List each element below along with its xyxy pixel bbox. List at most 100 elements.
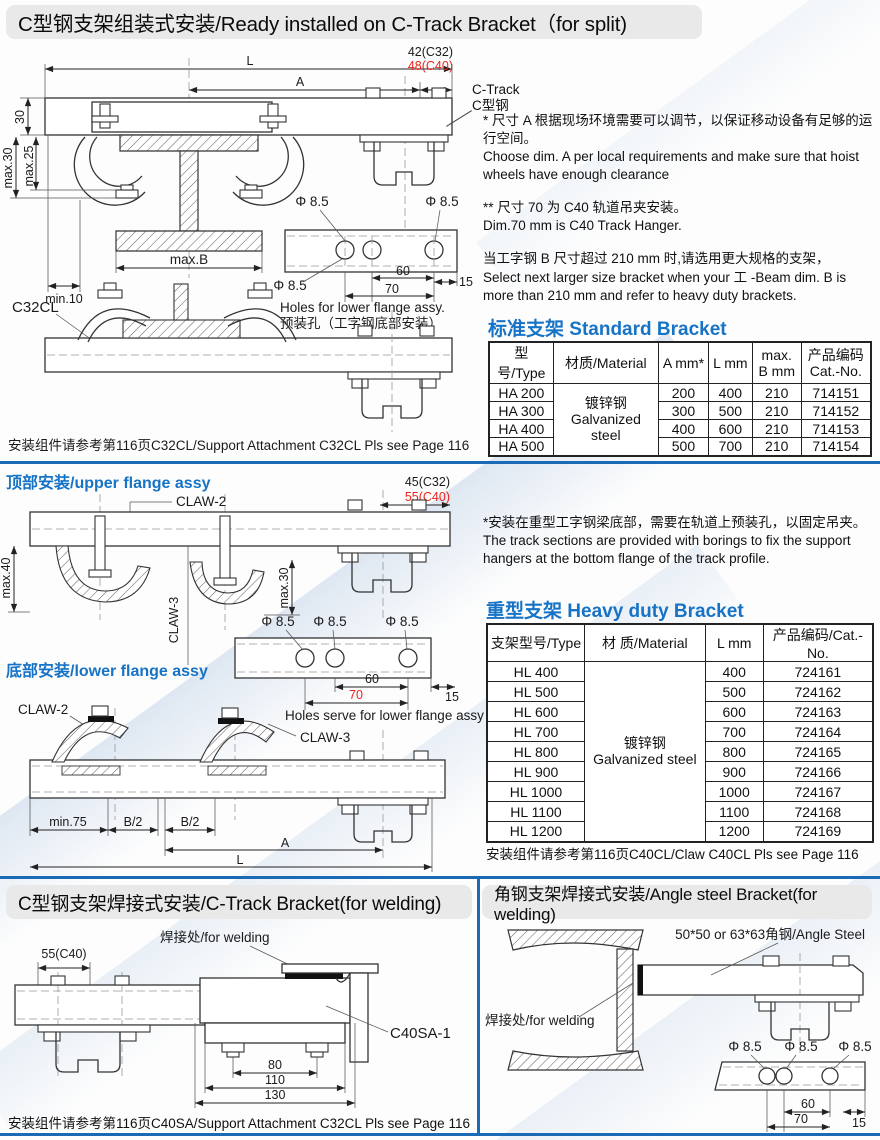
note-en: The track sections are provided with bor… xyxy=(483,533,851,567)
section-divider xyxy=(0,876,880,879)
bottom-dims: 80 110 130 xyxy=(194,1023,356,1108)
col-header: max. B mm xyxy=(751,341,802,384)
cell-l: 600 xyxy=(707,419,753,438)
dim-30: 30 xyxy=(13,110,27,124)
cell-type: HA 200 xyxy=(488,383,554,402)
dim-min10: min.10 xyxy=(45,292,83,306)
dim-60: 60 xyxy=(396,264,410,278)
drawing-ctrack-welding: 焊接处/for welding 55(C40) xyxy=(14,929,451,1108)
table-row: HL 400 镀锌钢 Galvanized steel 400 724161 xyxy=(486,661,874,842)
hole-dia-label: Φ 8.5 xyxy=(838,1039,871,1054)
hole-dia-label: Φ 8.5 xyxy=(295,194,328,209)
c32cl-label: C32CL xyxy=(12,299,59,316)
angle-steel-label: 50*50 or 63*63角钢/Angle Steel xyxy=(675,927,865,942)
cell-cat: 724162 xyxy=(762,681,874,702)
cell-l: 1100 xyxy=(704,801,764,822)
cell-l: 700 xyxy=(707,437,753,456)
dim-130: 130 xyxy=(265,1088,286,1102)
col-header: 材 质/Material xyxy=(583,623,706,662)
cell-type: HL 1000 xyxy=(486,781,585,802)
c32cl-assembly: C32CL xyxy=(12,282,453,432)
dim-L: L xyxy=(237,853,244,867)
col-header: L mm xyxy=(707,341,753,384)
cell-type: HL 1200 xyxy=(486,821,585,842)
hole-dia-label: Φ 8.5 xyxy=(784,1039,817,1054)
cell-a: 400 xyxy=(658,419,709,438)
cell-cat: 724168 xyxy=(762,801,874,822)
cell-l: 700 xyxy=(704,721,764,742)
dimension-30: 30 xyxy=(13,97,45,136)
dim-80: 80 xyxy=(268,1058,282,1072)
section1-footnote: 安装组件请参考第116页C32CL/Support Attachment C32… xyxy=(8,437,469,453)
holes-caption: Holes serve for lower flange assy xyxy=(285,708,484,723)
claw2-label: CLAW-2 xyxy=(18,702,68,717)
section3-right-header-bar: 角钢支架焊接式安装/Angle steel Bracket(for weldin… xyxy=(482,885,872,924)
section3-left-title: C型钢支架焊接式安装/C-Track Bracket(for welding) xyxy=(18,893,442,915)
cell-type: HL 600 xyxy=(486,701,585,722)
cell-cat: 724167 xyxy=(762,781,874,802)
dim-A: A xyxy=(296,75,305,89)
cell-l: 600 xyxy=(704,701,764,722)
cell-type: HA 500 xyxy=(488,437,554,456)
note-zh: *安装在重型工字钢梁底部，需要在轨道上预装孔，以固定吊夹。 xyxy=(483,515,867,530)
angle-steel-bar: 50*50 or 63*63角钢/Angle Steel xyxy=(637,927,865,996)
note1-en: Choose dim. A per local requirements and… xyxy=(483,149,859,183)
cell-l: 500 xyxy=(707,401,753,420)
note1-zh: * 尺寸 A 根据现场环境需要可以调节，以保证移动设备有足够的运行空间。 xyxy=(483,113,873,147)
dimension-min10: min.10 xyxy=(45,135,83,306)
hole-dia-label: Φ 8.5 xyxy=(273,278,306,293)
cell-type: HL 900 xyxy=(486,761,585,782)
drawing-flange-assemblies: 顶部安装/upper flange assy CLAW-2 max.40 CLA… xyxy=(0,473,484,872)
table-header-row: 支架型号/Type 材 质/Material L mm 产品编码/Cat.-No… xyxy=(486,623,874,662)
cell-material: 镀锌钢 Galvanized steel xyxy=(552,383,660,456)
cell-cat: 724164 xyxy=(762,721,874,742)
cell-cat: 714153 xyxy=(800,419,872,438)
drawing-assembly-split: L A 42(C32) 48(C40) 30 xyxy=(1,45,473,453)
ctrack-label-en: C-Track xyxy=(472,82,520,97)
dim-max25: max.25 xyxy=(22,145,36,186)
cell-type: HL 500 xyxy=(486,681,585,702)
cell-type: HA 300 xyxy=(488,401,554,420)
c40sa1-label: C40SA-1 xyxy=(390,1025,451,1042)
col-header: L mm xyxy=(704,623,764,662)
dim-L: L xyxy=(247,54,254,68)
hole-dia-label: Φ 8.5 xyxy=(728,1039,761,1054)
table-row: HA 300 300 500 210 714152 xyxy=(488,401,872,420)
upper-flange-subtitle: 顶部安装/upper flange assy xyxy=(6,473,211,492)
dimension-L: L xyxy=(44,54,453,98)
part-callout: C40SA-1 xyxy=(325,1005,451,1042)
weld-label: 焊接处/for welding xyxy=(160,929,270,945)
holes-caption-zh: 预装孔（工字钢底部安装） xyxy=(280,316,442,331)
section1-title: C型钢支架组装式安装/Ready installed on C-Track Br… xyxy=(18,13,627,36)
note2-en: Dim.70 mm is C40 Track Hanger. xyxy=(483,218,682,234)
table-row: HA 400 400 600 210 714153 xyxy=(488,419,872,438)
claw-clamps xyxy=(73,103,305,206)
col-header: 产品编码 Cat.-No. xyxy=(800,341,872,384)
standard-bracket-table: 型号/Type 材质/Material A mm* L mm max. B mm… xyxy=(488,341,872,457)
hole-plate: Φ 8.5 Φ 8.5 Φ 8.5 60 15 70 Holes for low… xyxy=(273,194,473,331)
heavy-duty-title: 重型支架 Heavy duty Bracket xyxy=(486,601,744,622)
heavy-duty-table: 支架型号/Type 材 质/Material L mm 产品编码/Cat.-No… xyxy=(486,623,874,843)
dim-45-c32: 45(C32) xyxy=(405,475,450,489)
col-header: 支架型号/Type xyxy=(486,623,585,662)
i-beam-section xyxy=(507,929,644,1071)
lower-flange-subtitle: 底部安装/lower flange assy xyxy=(6,661,208,680)
cell-maxb: 210 xyxy=(751,419,802,438)
dim-55-c40: 55(C40) xyxy=(41,947,86,961)
section2-note: *安装在重型工字钢梁底部，需要在轨道上预装孔，以固定吊夹。 The track … xyxy=(483,514,877,568)
cell-type: HL 700 xyxy=(486,721,585,742)
hole-dia-label: Φ 8.5 xyxy=(385,614,418,629)
note2-zh: ** 尺寸 70 为 C40 轨道吊夹安装。 xyxy=(483,200,688,216)
cell-cat: 714154 xyxy=(800,437,872,456)
claw3-vertical-label: CLAW-3 xyxy=(167,597,181,644)
cell-maxb: 210 xyxy=(751,383,802,402)
dim-b2: B/2 xyxy=(181,815,200,829)
c-track-hanger xyxy=(359,87,449,186)
dim-110: 110 xyxy=(265,1073,285,1087)
hole-dia-label: Φ 8.5 xyxy=(313,614,346,629)
hole-dia-label: Φ 8.5 xyxy=(261,614,294,629)
